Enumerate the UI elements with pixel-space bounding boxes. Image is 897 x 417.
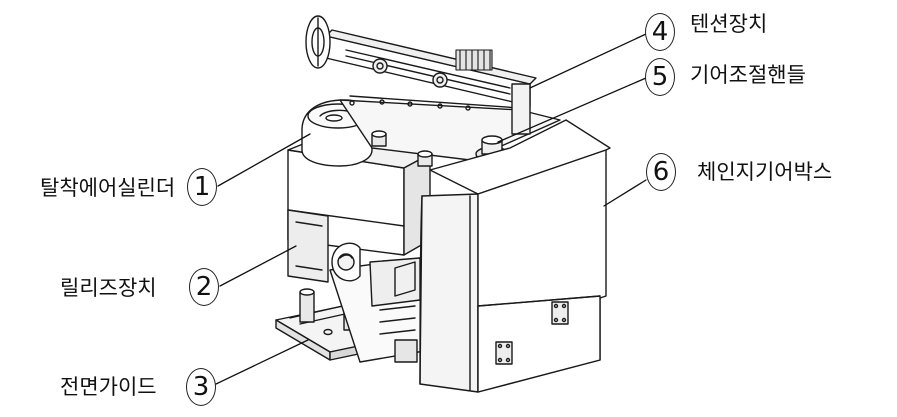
callout-label-1: 탈착에어실린더 [40, 176, 176, 200]
tension-device [305, 15, 537, 135]
callout-label-5: 기어조절핸들 [690, 63, 806, 87]
callout-label-3: 전면가이드 [60, 375, 157, 399]
callout-label-2: 릴리즈장치 [60, 276, 157, 300]
callout-number-2: 2 [189, 268, 219, 306]
leader-line-4 [529, 33, 647, 89]
callout-number-3: 3 [186, 368, 216, 406]
leader-line-6 [603, 179, 647, 207]
leader-lines [215, 33, 647, 385]
lower-frame [329, 257, 431, 363]
callout-label-6: 체인지기어박스 [697, 160, 833, 184]
callout-number-4: 4 [645, 13, 675, 51]
callout-label-4: 텐션장치 [690, 12, 768, 36]
top-deck [339, 95, 561, 167]
leader-line-2 [219, 245, 297, 287]
callout-number-6: 6 [646, 153, 676, 191]
leader-line-5 [497, 77, 647, 143]
callout-number-1: 1 [187, 168, 217, 206]
callout-number-5: 5 [645, 58, 675, 96]
change-gear-box [419, 119, 611, 393]
leader-line-3 [215, 339, 309, 385]
leader-line-1 [217, 133, 311, 187]
